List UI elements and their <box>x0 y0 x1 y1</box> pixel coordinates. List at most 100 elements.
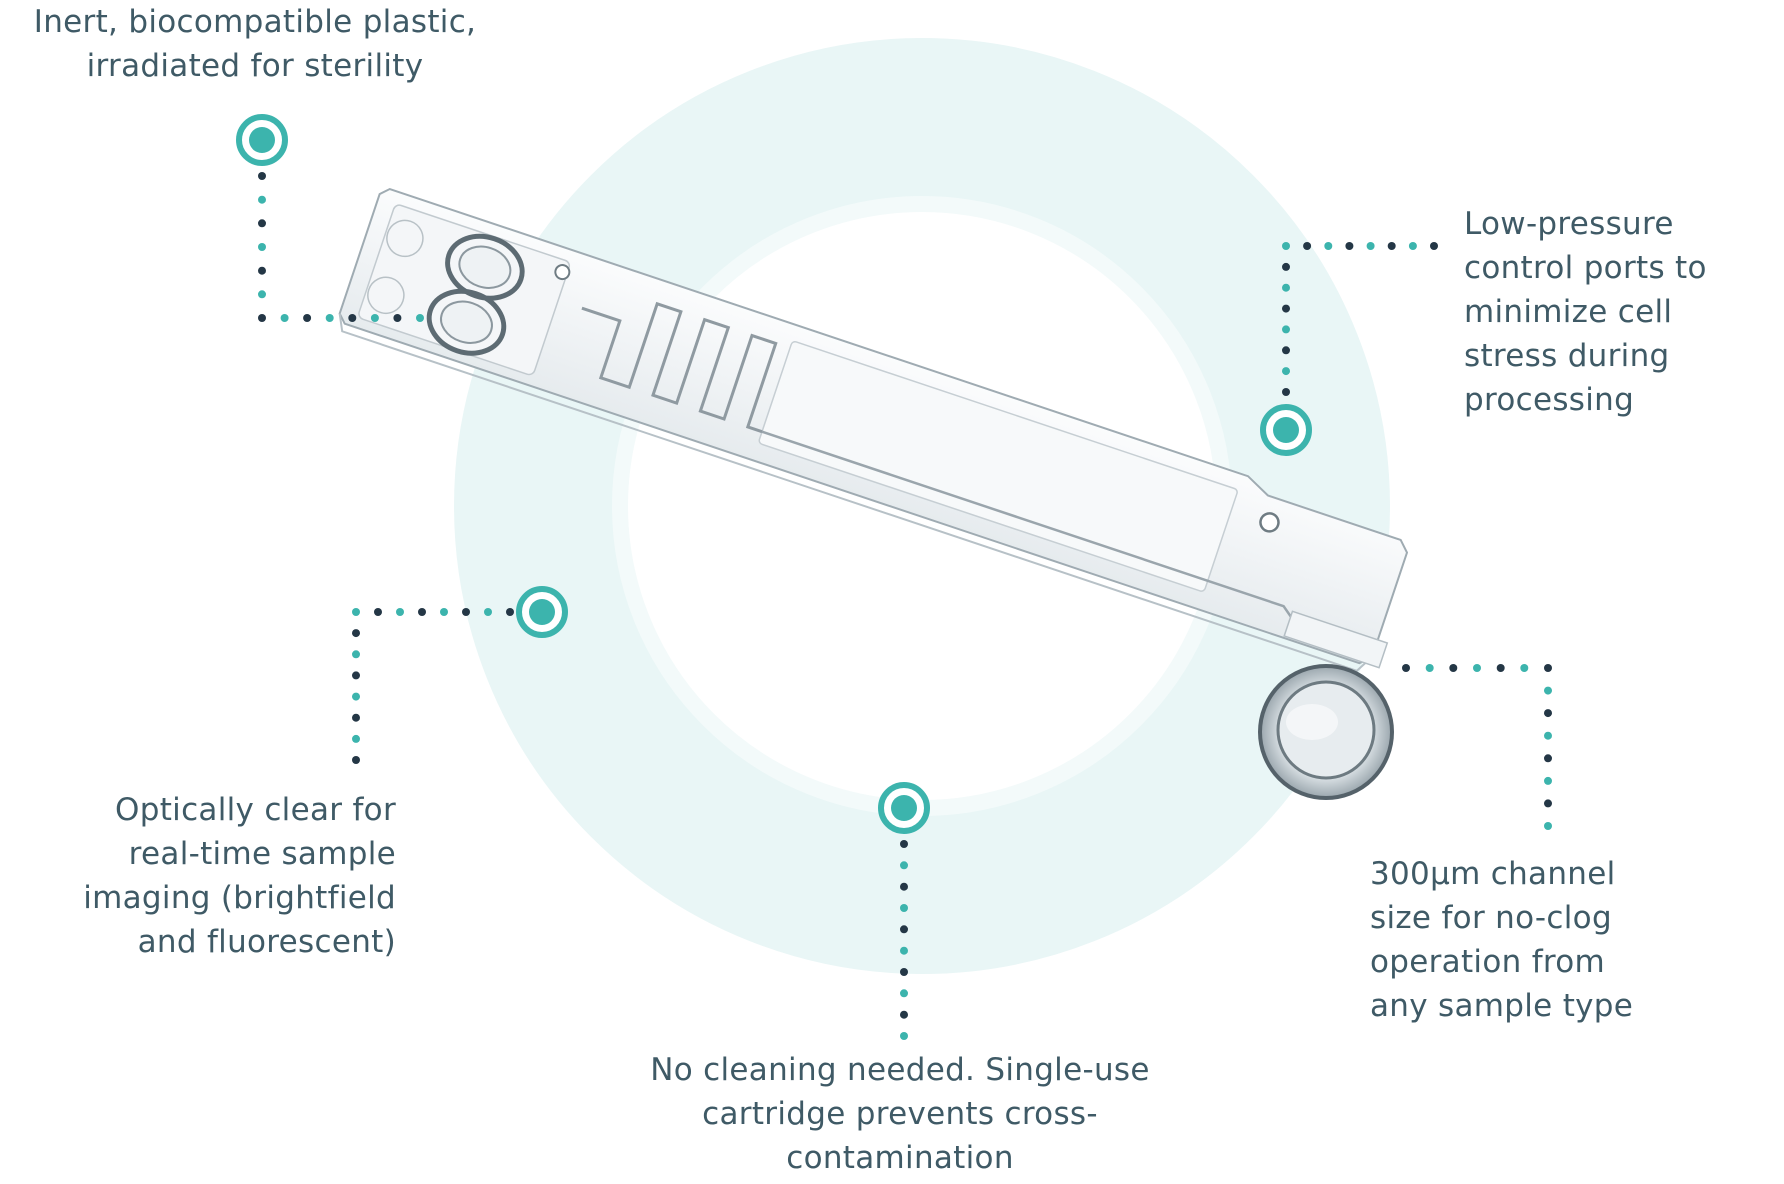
connector-dot <box>1544 754 1552 763</box>
connector-dot <box>280 314 289 322</box>
connector-dot <box>1544 799 1552 808</box>
connector-dot <box>900 925 908 934</box>
connector-dot <box>1282 262 1290 271</box>
connector-dot <box>900 861 908 870</box>
connector-dot <box>1544 822 1552 830</box>
connector-dot <box>352 608 360 616</box>
callout-channel-line: operation from <box>1370 944 1606 980</box>
connector-dot <box>1282 388 1290 396</box>
connector-dot <box>352 650 360 659</box>
callout-plastic-line: irradiated for sterility <box>86 48 424 84</box>
connector-dot <box>900 1010 908 1019</box>
clear-window <box>758 340 1238 592</box>
target-marker-icon <box>1260 404 1312 456</box>
connector-dot <box>1282 325 1290 334</box>
connector-dot <box>1282 304 1290 313</box>
target-marker-icon <box>878 782 930 834</box>
callout-pressure-line: Low-pressure <box>1464 206 1674 242</box>
connector-dot <box>352 692 360 701</box>
connector-dot <box>1544 686 1552 695</box>
connector-dot <box>1366 242 1375 250</box>
connector-dot <box>484 608 492 616</box>
connector-dot <box>1282 367 1290 376</box>
outlet-well-icon <box>1258 664 1394 800</box>
callout-optical-line: real-time sample <box>128 836 396 872</box>
callout-plastic-line: Inert, biocompatible plastic, <box>33 4 477 40</box>
callout-optical-line: imaging (brightfield <box>83 880 396 916</box>
callout-channel-line: size for no-clog <box>1370 900 1612 936</box>
connector-dot <box>352 756 360 764</box>
target-marker-core <box>1273 417 1299 443</box>
connector-dot <box>1282 242 1290 250</box>
connector-dot <box>1324 242 1333 250</box>
cartridge-plate-edge <box>338 313 1373 672</box>
connector-dot <box>900 946 908 955</box>
callout-pressure-line: stress during <box>1464 338 1670 374</box>
connector-dot <box>258 266 266 275</box>
connector-dot <box>1402 664 1410 672</box>
connector-dot <box>900 1032 908 1040</box>
callout-optical-line: and fluorescent) <box>137 924 396 960</box>
callout-connectors <box>258 172 1552 1040</box>
serpentine-channel <box>581 301 778 434</box>
connector-dot <box>352 734 360 743</box>
connector-dot <box>258 195 266 204</box>
callout-pressure-line: minimize cell <box>1464 294 1673 330</box>
connector-dot <box>900 989 908 998</box>
microfluidic-cartridge-icon <box>338 187 1409 672</box>
connector-dot <box>1425 664 1434 672</box>
connector-dot <box>900 904 908 912</box>
connector-dot <box>258 314 266 322</box>
connector-dot <box>352 713 360 722</box>
callout-cleaning-line: cartridge prevents cross- <box>702 1096 1098 1132</box>
connector-dot <box>352 629 360 638</box>
connector-dot <box>258 290 266 299</box>
connector-dot <box>506 608 514 616</box>
connector-dot <box>352 671 360 680</box>
connector-dot <box>1544 709 1552 718</box>
connector-dot <box>258 219 266 228</box>
connector-dot <box>416 314 424 322</box>
connector-dot <box>1520 664 1529 672</box>
target-marker-core <box>529 599 555 625</box>
connector-dot <box>1473 664 1481 672</box>
connector-dot <box>1544 776 1552 785</box>
callout-markers <box>236 114 1312 834</box>
callout-cleaning-line: No cleaning needed. Single-use <box>650 1052 1150 1088</box>
callout-pressure-line: processing <box>1464 382 1635 418</box>
callout-channel-line: any sample type <box>1370 988 1634 1024</box>
callout-channel-line: 300µm channel <box>1370 856 1616 892</box>
target-marker-icon <box>236 114 288 166</box>
connector-dot <box>1496 664 1505 672</box>
callout-optical-line: Optically clear for <box>115 792 396 828</box>
callout-plastic-text: Inert, biocompatible plastic, irradiated… <box>0 0 510 88</box>
callout-pressure-text: Low-pressure control ports to minimize c… <box>1464 202 1784 422</box>
connector-dot <box>462 608 470 616</box>
connector-dot <box>303 314 312 322</box>
target-marker-icon <box>516 586 568 638</box>
connector-dot <box>418 608 426 616</box>
callout-cleaning-line: contamination <box>786 1140 1014 1176</box>
connector-dot <box>900 840 908 848</box>
background-ring <box>454 38 1390 974</box>
connector-dot <box>1282 346 1290 355</box>
callout-channel-text: 300µm channel size for no-clog operation… <box>1370 852 1770 1028</box>
connector-dot <box>258 172 266 180</box>
connector-dot <box>348 314 357 322</box>
connector-dot <box>1345 242 1354 250</box>
connector-dot <box>440 608 448 616</box>
control-port-hole <box>1259 512 1280 533</box>
connector-dot <box>396 608 404 616</box>
connector-dot <box>900 882 908 891</box>
outlet-tail <box>1283 610 1389 669</box>
callout-pressure-line: control ports to <box>1464 250 1707 286</box>
connector-dot <box>1387 242 1396 250</box>
connector-dot <box>1282 283 1290 292</box>
connector-dot <box>393 314 402 322</box>
connector-dot <box>1303 242 1312 250</box>
connector-dot <box>258 243 266 251</box>
connector-dot <box>1449 664 1458 672</box>
connector-dot <box>900 968 908 976</box>
